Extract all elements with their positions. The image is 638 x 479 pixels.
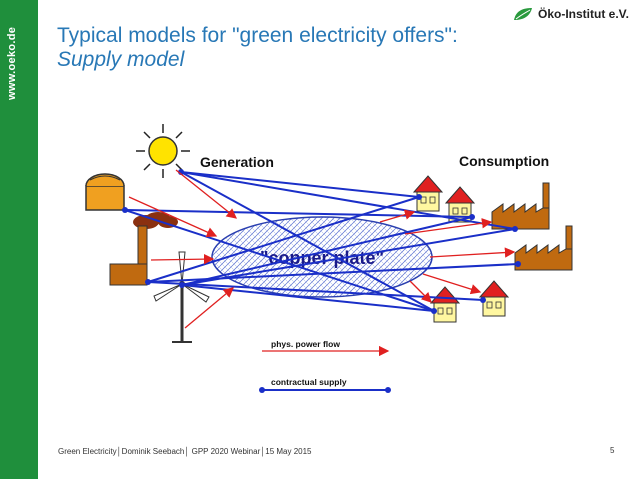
factory-icon (491, 182, 550, 230)
sidebar: www.oeko.de (0, 0, 38, 479)
title-line-1: Typical models for "green electricity of… (57, 24, 458, 47)
leaf-icon (514, 8, 532, 20)
house-icon (412, 175, 444, 212)
flow-arrow (379, 209, 416, 223)
flow-arrow (128, 196, 218, 238)
oeko-institut-logo: Öko-Institut e.V. (512, 6, 632, 24)
legend-contract-label: contractual supply (271, 377, 347, 387)
contract-endpoints (122, 169, 521, 314)
contract-line (180, 171, 420, 198)
consumption-label: Consumption (459, 153, 549, 169)
logo-text: Öko-Institut e.V. (538, 7, 629, 21)
factory-icon (514, 225, 573, 271)
legend-contract-dot (385, 387, 391, 393)
flow-arrow (409, 280, 432, 303)
slide-title: Typical models for "green electricity of… (57, 24, 458, 72)
page-number: 5 (610, 446, 615, 455)
contract-line (181, 228, 516, 286)
flow-arrow (404, 218, 493, 235)
flow-arrow (422, 273, 482, 295)
contract-line (180, 171, 435, 312)
legend-contract-dot (259, 387, 265, 393)
flow-arrow (184, 287, 234, 329)
legend-phys-label: phys. power flow (271, 339, 340, 349)
contract-line (181, 216, 473, 286)
flow-arrow (175, 169, 238, 219)
biogas-plant-icon (85, 173, 125, 211)
physical-flow-arrows (128, 169, 516, 329)
generation-label: Generation (200, 154, 274, 170)
sun-icon (136, 124, 190, 178)
copper-plate-label: "copper plate" (260, 248, 384, 268)
flow-arrow (429, 247, 516, 258)
contract-line (147, 196, 420, 283)
house-icon (478, 280, 510, 317)
title-line-2: Supply model (57, 48, 185, 71)
flow-arrow (150, 253, 215, 265)
legend: phys. power flow contractual supply (259, 339, 391, 393)
footer-text: Green Electricity│Dominik Seebach│ GPP 2… (58, 447, 312, 456)
house-icon (429, 286, 461, 323)
